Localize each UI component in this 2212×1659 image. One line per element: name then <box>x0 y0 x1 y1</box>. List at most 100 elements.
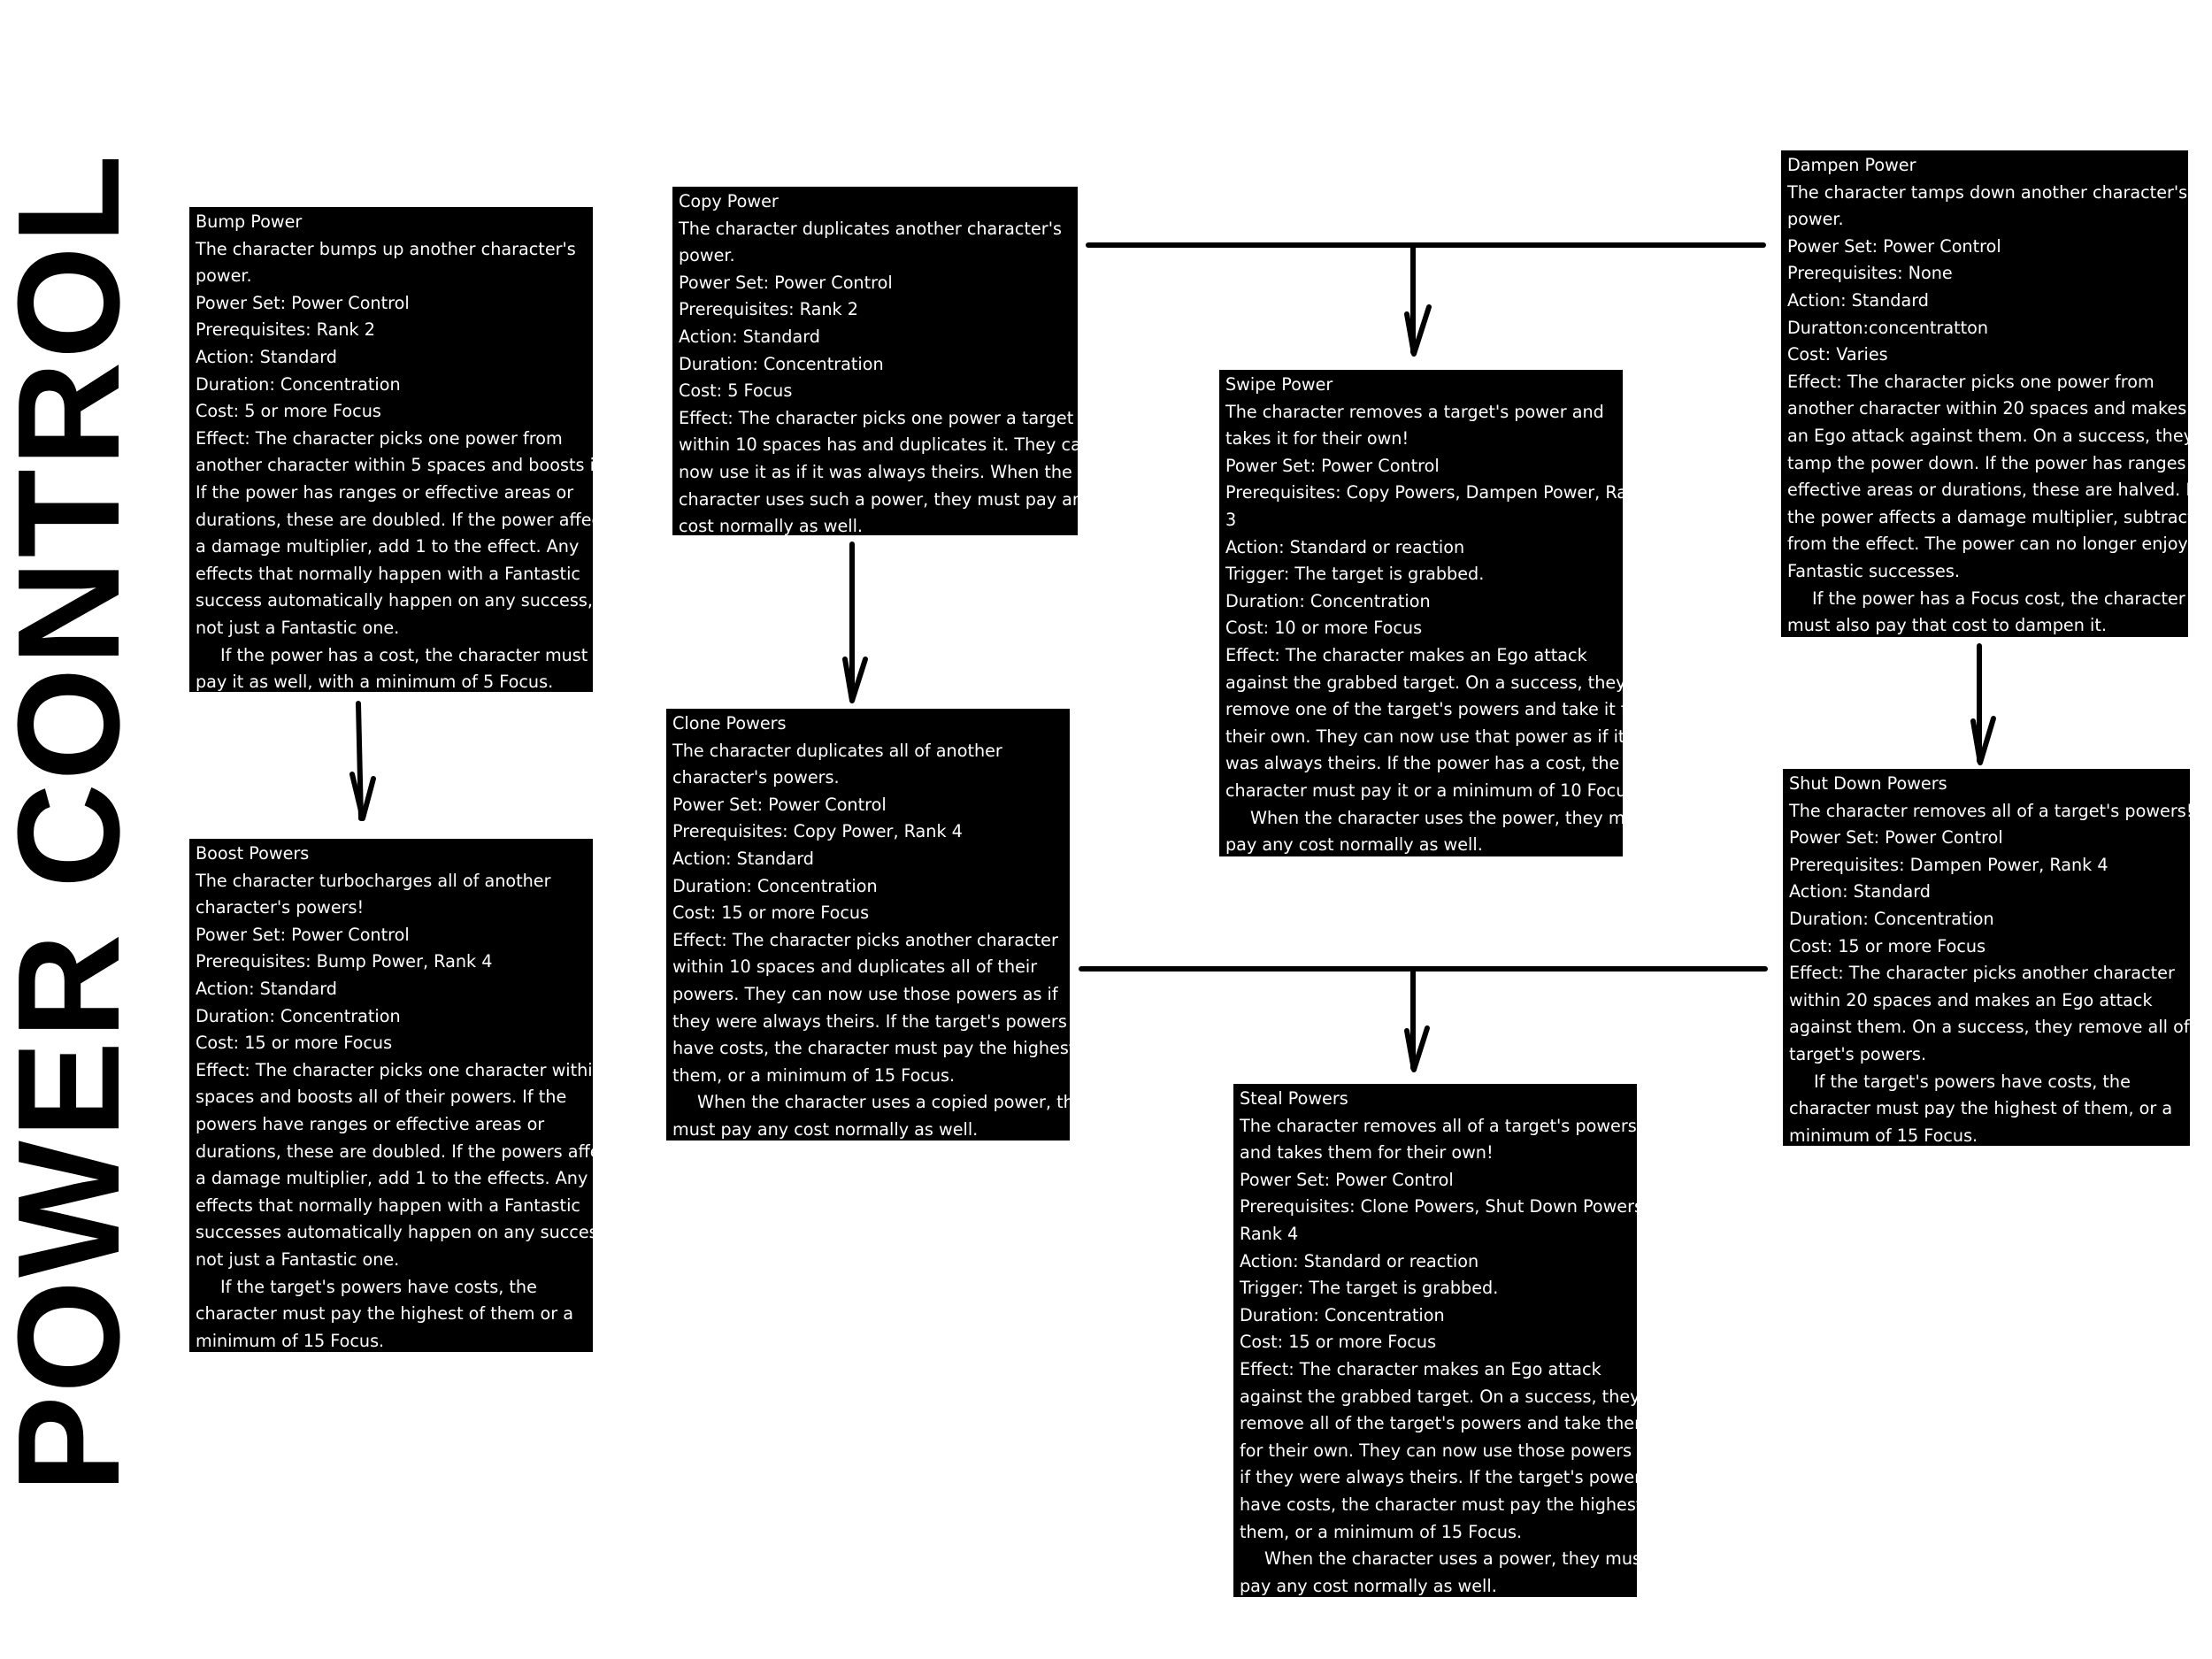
card-line: Cost: 5 Focus <box>679 380 793 402</box>
card-line: Duration: Concentration <box>1225 590 1431 611</box>
card-line: tamp the power down. If the power has ra… <box>1787 452 2188 473</box>
card-line: Rank 4 <box>1240 1223 1299 1244</box>
card-line: target's powers. <box>1789 1043 1927 1064</box>
card-line: Cost: 5 or more Focus <box>196 401 381 422</box>
card-line: Duration: Concentration <box>1789 908 1994 929</box>
card-line: Effect: The character makes an Ego attac… <box>1240 1358 1601 1379</box>
arrow-to-steal-head <box>1404 1025 1430 1072</box>
card-line: Prerequisites: Copy Power, Rank 4 <box>672 821 963 842</box>
card-title: Steal Powers <box>1240 1088 1348 1109</box>
card-line: Power Set: Power Control <box>196 924 410 945</box>
card-line: them, or a minimum of 15 Focus. <box>1240 1521 1523 1542</box>
card-line: Power Set: Power Control <box>1787 235 2001 257</box>
card-title: Swipe Power <box>1225 374 1333 395</box>
card-line: Action: Standard or reaction <box>1225 536 1465 557</box>
card-steal-powers: Steal Powers The character removes all o… <box>1233 1084 1637 1597</box>
card-title: Bump Power <box>196 211 303 232</box>
card-line: Cost: 15 or more Focus <box>1789 935 1986 956</box>
card-line: spaces and boosts all of their powers. I… <box>196 1087 567 1108</box>
card-line: Power Set: Power Control <box>679 272 893 293</box>
card-line: 3 <box>1225 509 1237 530</box>
card-line: their own. They can now use that power a… <box>1225 726 1623 747</box>
card-line: the power affects a damage multiplier, s… <box>1787 506 2188 527</box>
card-line: Duration: Concentration <box>679 353 884 374</box>
card-line: cost normally as well. <box>679 516 864 535</box>
card-line: character must pay it or a minimum of 10… <box>1225 780 1623 801</box>
card-line: for their own. They can now use those po… <box>1240 1440 1637 1461</box>
card-line: from the effect. The power can no longer… <box>1787 534 2188 555</box>
card-line: takes it for their own! <box>1225 428 1409 449</box>
card-line: within 20 spaces and makes an Ego attack <box>1789 989 2153 1010</box>
arrow-bump-to-boost-head <box>349 772 376 821</box>
card-line: powers. They can now use those powers as… <box>672 983 1058 1004</box>
card-line: Prerequisites: Rank 2 <box>196 319 375 341</box>
card-title: Dampen Power <box>1787 155 1916 175</box>
card-line: powers have ranges or effective areas or <box>196 1113 545 1134</box>
card-line: Prerequisites: Rank 2 <box>679 299 858 320</box>
card-copy-power: Copy Power The character duplicates anot… <box>672 187 1078 535</box>
card-line: If the power has a Focus cost, the chara… <box>1812 588 2185 609</box>
card-line: must pay any cost normally as well. <box>672 1118 979 1140</box>
card-line: The character removes all of a target's … <box>1789 800 2190 821</box>
card-line: The character bumps up another character… <box>196 238 576 259</box>
card-line: another character within 20 spaces and m… <box>1787 398 2187 419</box>
card-shut-down-powers: Shut Down Powers The character removes a… <box>1783 769 2190 1146</box>
card-line: The character tamps down another charact… <box>1787 181 2188 203</box>
card-swipe-power: Swipe Power The character removes a targ… <box>1219 370 1623 856</box>
card-line: minimum of 15 Focus. <box>196 1330 385 1351</box>
card-title: Copy Power <box>679 191 779 211</box>
card-line: have costs, the character must pay the h… <box>672 1038 1070 1059</box>
card-line: within 10 spaces and duplicates all of t… <box>672 956 1038 978</box>
card-line: Action: Standard <box>679 326 820 347</box>
card-line: Action: Standard or reaction <box>1240 1250 1479 1271</box>
card-line: Power Set: Power Control <box>1789 827 2003 849</box>
card-line: Action: Standard <box>1789 881 1931 902</box>
card-line: and takes them for their own! <box>1240 1142 1494 1164</box>
card-line: Effect: The character picks one power a … <box>679 407 1074 428</box>
card-clone-powers: Clone Powers The character duplicates al… <box>666 709 1070 1141</box>
card-title: Boost Powers <box>196 843 310 864</box>
card-line: Duration: Concentration <box>1240 1304 1445 1325</box>
card-line: power. <box>196 265 252 287</box>
card-line: Action: Standard <box>196 978 337 999</box>
card-line: was always theirs. If the power has a co… <box>1225 753 1620 774</box>
card-title: Clone Powers <box>672 713 787 733</box>
card-line: success automatically happen on any succ… <box>196 590 593 611</box>
card-line: Fantastic successes. <box>1787 560 1960 581</box>
card-line: durations, these are doubled. If the pow… <box>196 1141 593 1162</box>
card-line: minimum of 15 Focus. <box>1789 1125 1978 1146</box>
card-boost-powers: Boost Powers The character turbocharges … <box>189 839 593 1352</box>
card-line: Cost: 10 or more Focus <box>1225 618 1423 639</box>
card-line: When the character uses a copied power, … <box>697 1092 1070 1113</box>
card-line: If the power has a cost, the character m… <box>220 644 588 665</box>
card-line: a damage multiplier, add 1 to the effect… <box>196 1168 588 1189</box>
card-line: Cost: 15 or more Focus <box>196 1033 393 1054</box>
card-line: have costs, the character must pay the h… <box>1240 1494 1637 1515</box>
card-line: Action: Standard <box>1787 289 1929 311</box>
card-line: power. <box>679 245 735 266</box>
arrow-dampen-to-shutdown-head <box>1970 716 1996 765</box>
arrow-copy-to-clone-head <box>842 657 868 703</box>
card-line: Effect: The character picks one characte… <box>196 1059 593 1080</box>
card-line: remove all of the target's powers and ta… <box>1240 1413 1637 1434</box>
card-title: Shut Down Powers <box>1789 773 1947 794</box>
card-line: Cost: 15 or more Focus <box>1240 1332 1437 1353</box>
card-line: Power Set: Power Control <box>196 292 410 313</box>
card-line: Prerequisites: Clone Powers, Shut Down P… <box>1240 1196 1637 1217</box>
card-line: character uses such a power, they must p… <box>679 488 1078 510</box>
card-line: Duration: Concentration <box>196 373 401 395</box>
card-line: Prerequisites: Bump Power, Rank 4 <box>196 951 493 972</box>
card-line: Trigger: The target is grabbed. <box>1225 564 1485 585</box>
card-line: not just a Fantastic one. <box>196 1248 400 1270</box>
card-line: against them. On a success, they remove … <box>1789 1017 2190 1038</box>
card-line: character must pay the highest of them, … <box>1789 1098 2173 1119</box>
card-line: Power Set: Power Control <box>1240 1169 1454 1190</box>
card-line: them, or a minimum of 15 Focus. <box>672 1064 956 1086</box>
page-title: POWER CONTROL <box>0 16 150 1628</box>
card-dampen-power: Dampen Power The character tamps down an… <box>1781 150 2188 637</box>
card-line: against the grabbed target. On a success… <box>1225 672 1623 693</box>
card-line: Prerequisites: Dampen Power, Rank 4 <box>1789 854 2108 875</box>
card-line: successes automatically happen on any su… <box>196 1222 593 1243</box>
card-line: If the power has ranges or effective are… <box>196 481 574 503</box>
card-line: an Ego attack against them. On a success… <box>1787 425 2188 446</box>
